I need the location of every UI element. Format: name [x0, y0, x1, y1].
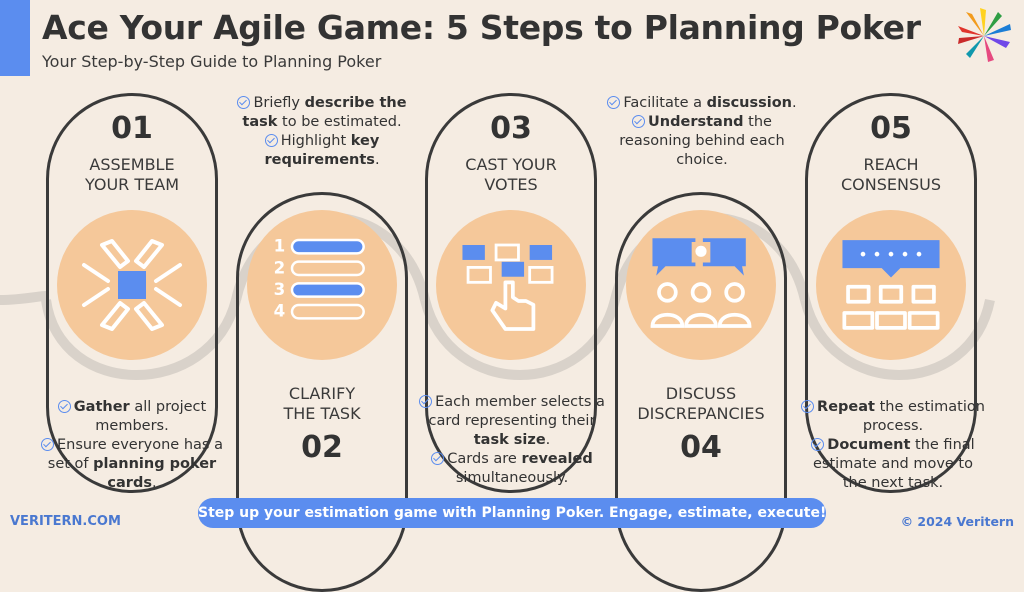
- step-5-number: 05: [870, 111, 912, 146]
- check-icon: [57, 400, 71, 413]
- check-icon: [41, 438, 55, 451]
- step-4-notes: Facilitate a discussion. Understand the …: [590, 94, 814, 170]
- check-icon: [431, 452, 445, 465]
- check-icon: [419, 395, 433, 408]
- svg-text:2: 2: [274, 258, 286, 277]
- svg-text:4: 4: [274, 302, 286, 321]
- check-icon: [264, 134, 278, 147]
- step-1-pill: [46, 93, 218, 493]
- step-3-notes: Each member selects a card representing …: [400, 393, 624, 488]
- step-5-notes: Repeat the estimation process. Document …: [784, 398, 1002, 493]
- check-icon: [811, 438, 825, 451]
- consensus-group-icon: [842, 240, 940, 330]
- brand-logo-icon: [958, 8, 1011, 62]
- accent-bar: [0, 0, 30, 76]
- step-5-pill: [805, 93, 977, 493]
- check-icon: [237, 96, 251, 109]
- footer-banner: Step up your estimation game with Planni…: [198, 498, 826, 528]
- page-subtitle: Your Step-by-Step Guide to Planning Poke…: [42, 52, 382, 71]
- hands-together-icon: [82, 239, 182, 331]
- check-icon: [632, 115, 646, 128]
- step-4-number: 04: [680, 430, 722, 465]
- numbered-list-icon: 1 2 3 4: [274, 237, 365, 321]
- copyright: © 2024 Veritern: [900, 514, 1014, 529]
- step-1-number: 01: [111, 111, 153, 146]
- check-icon: [607, 96, 621, 109]
- voting-cards-icon: [462, 243, 554, 331]
- check-icon: [801, 400, 815, 413]
- step-1-notes: Gather all project members. Ensure every…: [20, 398, 244, 493]
- site-link[interactable]: VERITERN.COM: [10, 514, 121, 529]
- page-title: Ace Your Agile Game: 5 Steps to Planning…: [42, 8, 921, 47]
- step-3-pill: [425, 93, 597, 493]
- discussion-group-icon: [650, 238, 752, 328]
- svg-text:3: 3: [274, 280, 286, 299]
- svg-text:1: 1: [274, 237, 286, 256]
- step-2-number: 02: [301, 430, 343, 465]
- step-2-notes: Briefly describe the task to be estimate…: [206, 94, 438, 170]
- step-3-number: 03: [490, 111, 532, 146]
